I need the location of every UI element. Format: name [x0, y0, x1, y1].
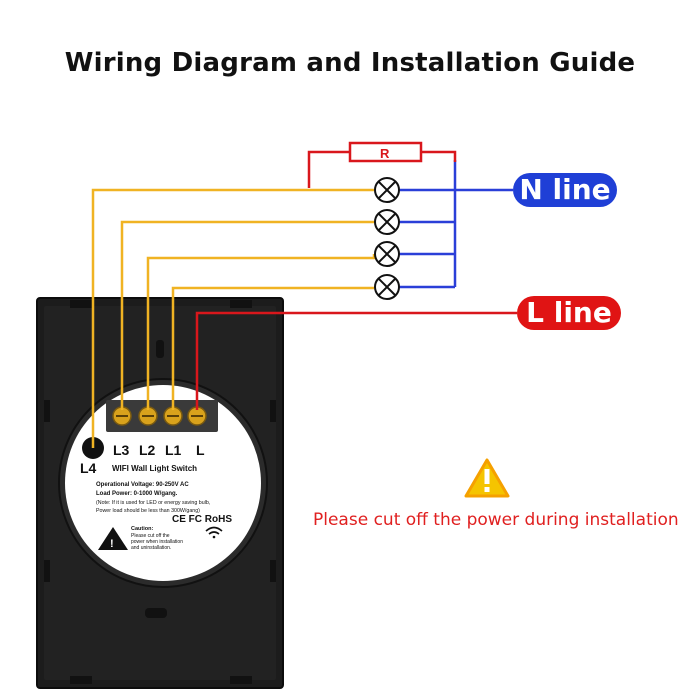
neutral-wire	[399, 160, 513, 289]
warning-triangle-icon	[464, 458, 510, 498]
module-note-1: (Note: If it is used for LED or energy s…	[96, 500, 210, 506]
l-line-badge: L line	[517, 296, 621, 330]
side-tab-right-2	[270, 560, 276, 582]
caution-title: Caution:	[131, 526, 153, 532]
terminal-label-l1: L1	[165, 442, 182, 458]
side-tab-left-2	[44, 560, 50, 582]
wifi-icon	[205, 526, 223, 539]
module-certs: CE FC RoHS	[172, 514, 232, 525]
side-tab-left-1	[44, 400, 50, 422]
module-load: Load Power: 0-1000 W/gang.	[96, 491, 178, 497]
terminal-label-l3: L3	[113, 442, 130, 458]
terminal-label-l4: L4	[80, 460, 97, 476]
caution-triangle-icon: !	[98, 527, 128, 550]
lamp-icon	[374, 241, 400, 267]
mount-tab-bottom-right	[230, 676, 252, 684]
module-name: WIFI Wall Light Switch	[112, 464, 197, 473]
lamp-icon	[374, 274, 400, 300]
terminal-label-l: L	[196, 442, 205, 458]
caution-line-1: Please cut off the	[131, 533, 170, 539]
n-line-badge: N line	[513, 173, 617, 207]
mount-tab-top-right	[230, 300, 252, 308]
mount-tab-top-left	[70, 300, 92, 308]
indicator-slot-bottom	[145, 608, 167, 618]
terminal-block	[106, 400, 218, 432]
svg-text:!: !	[110, 538, 114, 550]
mount-tab-bottom-left	[70, 676, 92, 684]
indicator-slot-top	[156, 340, 164, 358]
caution-line-3: and uninstallation.	[131, 545, 171, 551]
lamp-icon	[374, 209, 400, 235]
page-title: Wiring Diagram and Installation Guide	[64, 48, 636, 78]
warning-message: Please cut off the power during installa…	[313, 510, 679, 530]
side-tab-right-1	[270, 400, 276, 422]
load-wire	[91, 188, 376, 448]
live-wire	[195, 311, 517, 410]
terminal-label-l2: L2	[139, 442, 156, 458]
lamp-icon	[374, 177, 400, 203]
resistor	[348, 141, 423, 163]
caution-line-2: power when installation	[131, 539, 183, 545]
module-voltage: Operational Voltage: 90-250V AC	[96, 482, 189, 488]
resistor-wire	[307, 150, 457, 188]
resistor-label: R	[380, 146, 390, 161]
module-note-2: Power load should be less than 300W/gang…	[96, 508, 200, 514]
